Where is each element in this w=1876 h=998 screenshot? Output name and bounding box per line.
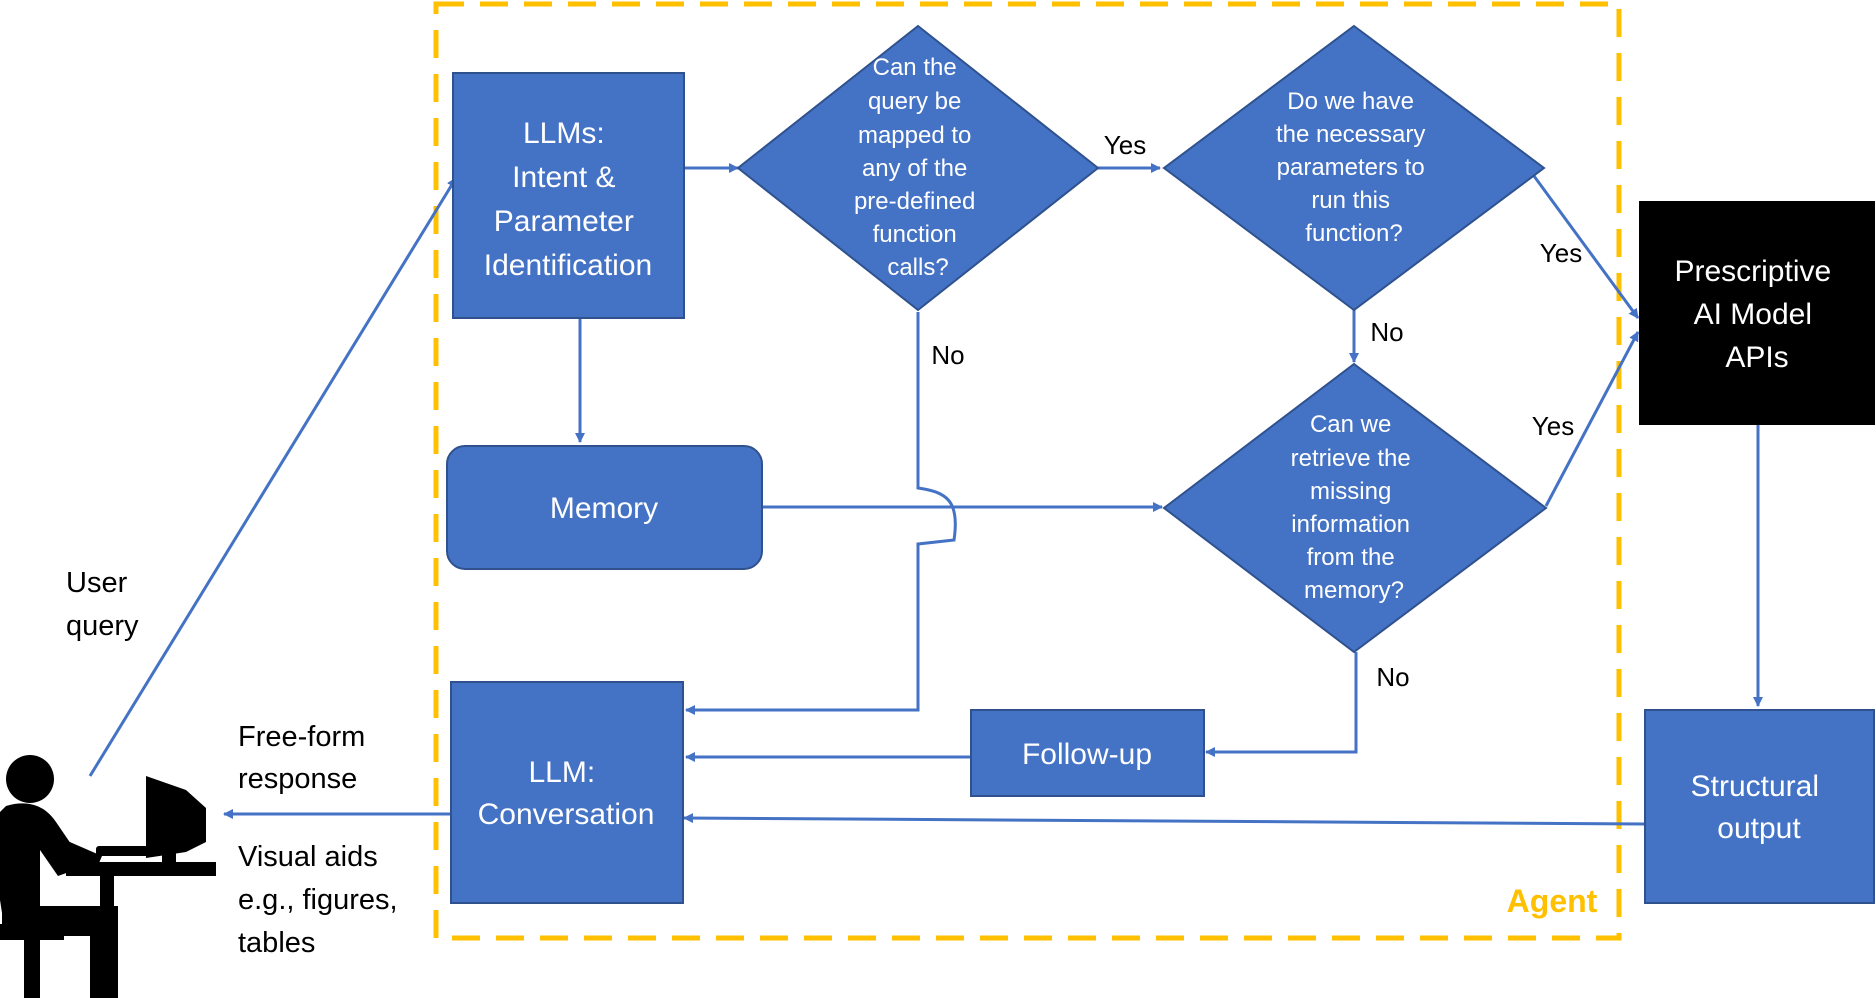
user-at-computer-icon — [0, 755, 216, 998]
edge-label-no-mapped: No — [931, 340, 964, 370]
decision-mapped-line: pre-defined — [854, 188, 975, 215]
free-form-label: Free-form response — [238, 721, 373, 795]
svg-text:Memory: Memory — [550, 492, 658, 525]
monitor-stand — [162, 852, 176, 864]
decision-parameters-node: Do we have the necessary parameters to r… — [1162, 24, 1546, 312]
svg-text:LLM: Conversation: LLM: Conversation — [478, 756, 655, 831]
llm-conversation-node: LLM: Conversation — [450, 681, 684, 904]
chair-leg — [24, 940, 40, 998]
agent-label: Agent — [1507, 883, 1598, 919]
decision-retrieve-line: Can we — [1310, 411, 1391, 438]
decision-parameters-line: the necessary — [1276, 121, 1425, 148]
prescriptive-api-line: Prescriptive — [1674, 255, 1831, 288]
structural-output-line: output — [1717, 812, 1801, 845]
svg-text:LLMs: Intent & Par: LLMs: Intent & Parameter Identification — [484, 117, 652, 282]
decision-retrieve-line: information — [1291, 511, 1410, 538]
edge-structural-to-conversation — [683, 813, 1645, 826]
decision-mapped-line: mapped to — [858, 122, 971, 149]
decision-mapped-line: calls? — [887, 254, 948, 281]
follow-up-node: Follow-up — [970, 709, 1205, 797]
edge-user-query — [88, 177, 458, 777]
svg-text:Structural output: Structural output — [1691, 770, 1828, 845]
decision-mapped-node: Can the query be mapped to any of the pr… — [736, 24, 1100, 312]
llm-conversation-line: LLM: — [528, 756, 595, 789]
desk — [66, 862, 216, 876]
svg-text:Do we have the necessary: Do we have the necessary parameters to r… — [1276, 88, 1432, 247]
decision-mapped-line: query be — [868, 88, 961, 115]
agent-boundary — [433, 1, 1622, 941]
decision-parameters-line: run this — [1311, 187, 1390, 214]
user-query-label: User query — [66, 567, 139, 642]
structural-output-line: Structural — [1691, 770, 1819, 803]
edges — [88, 163, 1763, 826]
visual-aids-line: e.g., figures, — [238, 884, 398, 916]
decision-retrieve-node: Can we retrieve the missing information … — [1162, 362, 1548, 654]
edge-label-yes-parameters: Yes — [1540, 238, 1582, 268]
prescriptive-api-line: APIs — [1725, 341, 1788, 374]
llms-intent-line: Intent & — [512, 161, 615, 194]
user-query-line: User — [66, 567, 128, 599]
decision-mapped-line: Can the — [873, 54, 957, 81]
llms-intent-line: Identification — [484, 249, 652, 282]
decision-retrieve-line: memory? — [1304, 577, 1404, 604]
user-leg — [90, 906, 118, 998]
edge-label-yes-retrieve: Yes — [1532, 411, 1574, 441]
decision-retrieve-line: missing — [1310, 478, 1391, 505]
edge-retrieve-no — [1205, 652, 1358, 757]
llms-intent-line: Parameter — [494, 205, 634, 238]
svg-text:Can we retrieve the: Can we retrieve the missing information … — [1291, 411, 1418, 604]
visual-aids-label: Visual aids e.g., figures, tables — [238, 841, 406, 959]
user-arm — [50, 836, 102, 870]
svg-text:Prescriptive AI Model: Prescriptive AI Model APIs — [1674, 255, 1839, 374]
decision-retrieve-line: from the — [1307, 544, 1395, 571]
desk-leg — [100, 876, 114, 906]
edge-parameters-yes — [1532, 175, 1640, 319]
user-torso — [0, 803, 86, 926]
user-query-line: query — [66, 610, 139, 642]
follow-up-label: Follow-up — [1022, 738, 1152, 771]
keyboard — [96, 846, 156, 856]
visual-aids-line: Visual aids — [238, 841, 378, 873]
free-form-line: response — [238, 763, 357, 795]
user-head — [6, 755, 54, 803]
decision-parameters-line: parameters to — [1277, 154, 1425, 181]
llms-intent-node: LLMs: Intent & Parameter Identification — [452, 72, 685, 319]
llm-conversation-line: Conversation — [478, 798, 655, 831]
decision-mapped-line: function — [873, 221, 957, 248]
structural-output-node: Structural output — [1644, 709, 1875, 904]
monitor — [146, 776, 206, 858]
edge-label-no-parameters: No — [1370, 317, 1403, 347]
edge-label-yes-mapped: Yes — [1104, 130, 1146, 160]
prescriptive-api-node: Prescriptive AI Model APIs — [1639, 201, 1875, 425]
prescriptive-api-line: AI Model — [1694, 298, 1812, 331]
memory-label: Memory — [550, 492, 658, 525]
edge-label-no-retrieve: No — [1376, 662, 1409, 692]
edge-retrieve-yes — [1544, 331, 1640, 507]
decision-retrieve-line: retrieve the — [1291, 445, 1411, 472]
decision-parameters-line: Do we have — [1287, 88, 1414, 115]
decision-parameters-line: function? — [1305, 220, 1402, 247]
decision-mapped-line: any of the — [862, 155, 967, 182]
free-form-line: Free-form — [238, 721, 365, 753]
svg-text:Can the query be m: Can the query be mapped to any of the pr… — [854, 54, 982, 281]
svg-text:Follow-up: Follow-up — [1022, 738, 1152, 771]
llms-intent-line: LLMs: — [523, 117, 605, 150]
chair-seat — [0, 924, 64, 940]
visual-aids-line: tables — [238, 927, 315, 959]
memory-node: Memory — [446, 445, 763, 570]
